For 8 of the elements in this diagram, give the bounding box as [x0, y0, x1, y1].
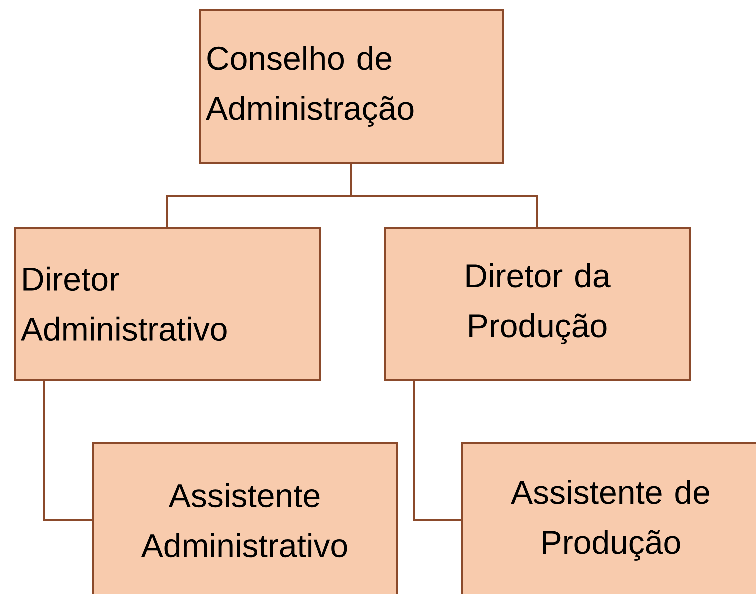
- org-box: Assistente de Produção: [461, 442, 756, 594]
- org-box: Assistente Administrativo: [92, 442, 398, 594]
- connector-line: [43, 381, 92, 522]
- org-box: Conselho de Administração: [199, 9, 504, 164]
- connector-line: [413, 381, 461, 522]
- org-box: Diretor Administrativo: [14, 227, 321, 381]
- connector-line: [350, 164, 538, 227]
- org-box: Diretor da Produção: [384, 227, 691, 381]
